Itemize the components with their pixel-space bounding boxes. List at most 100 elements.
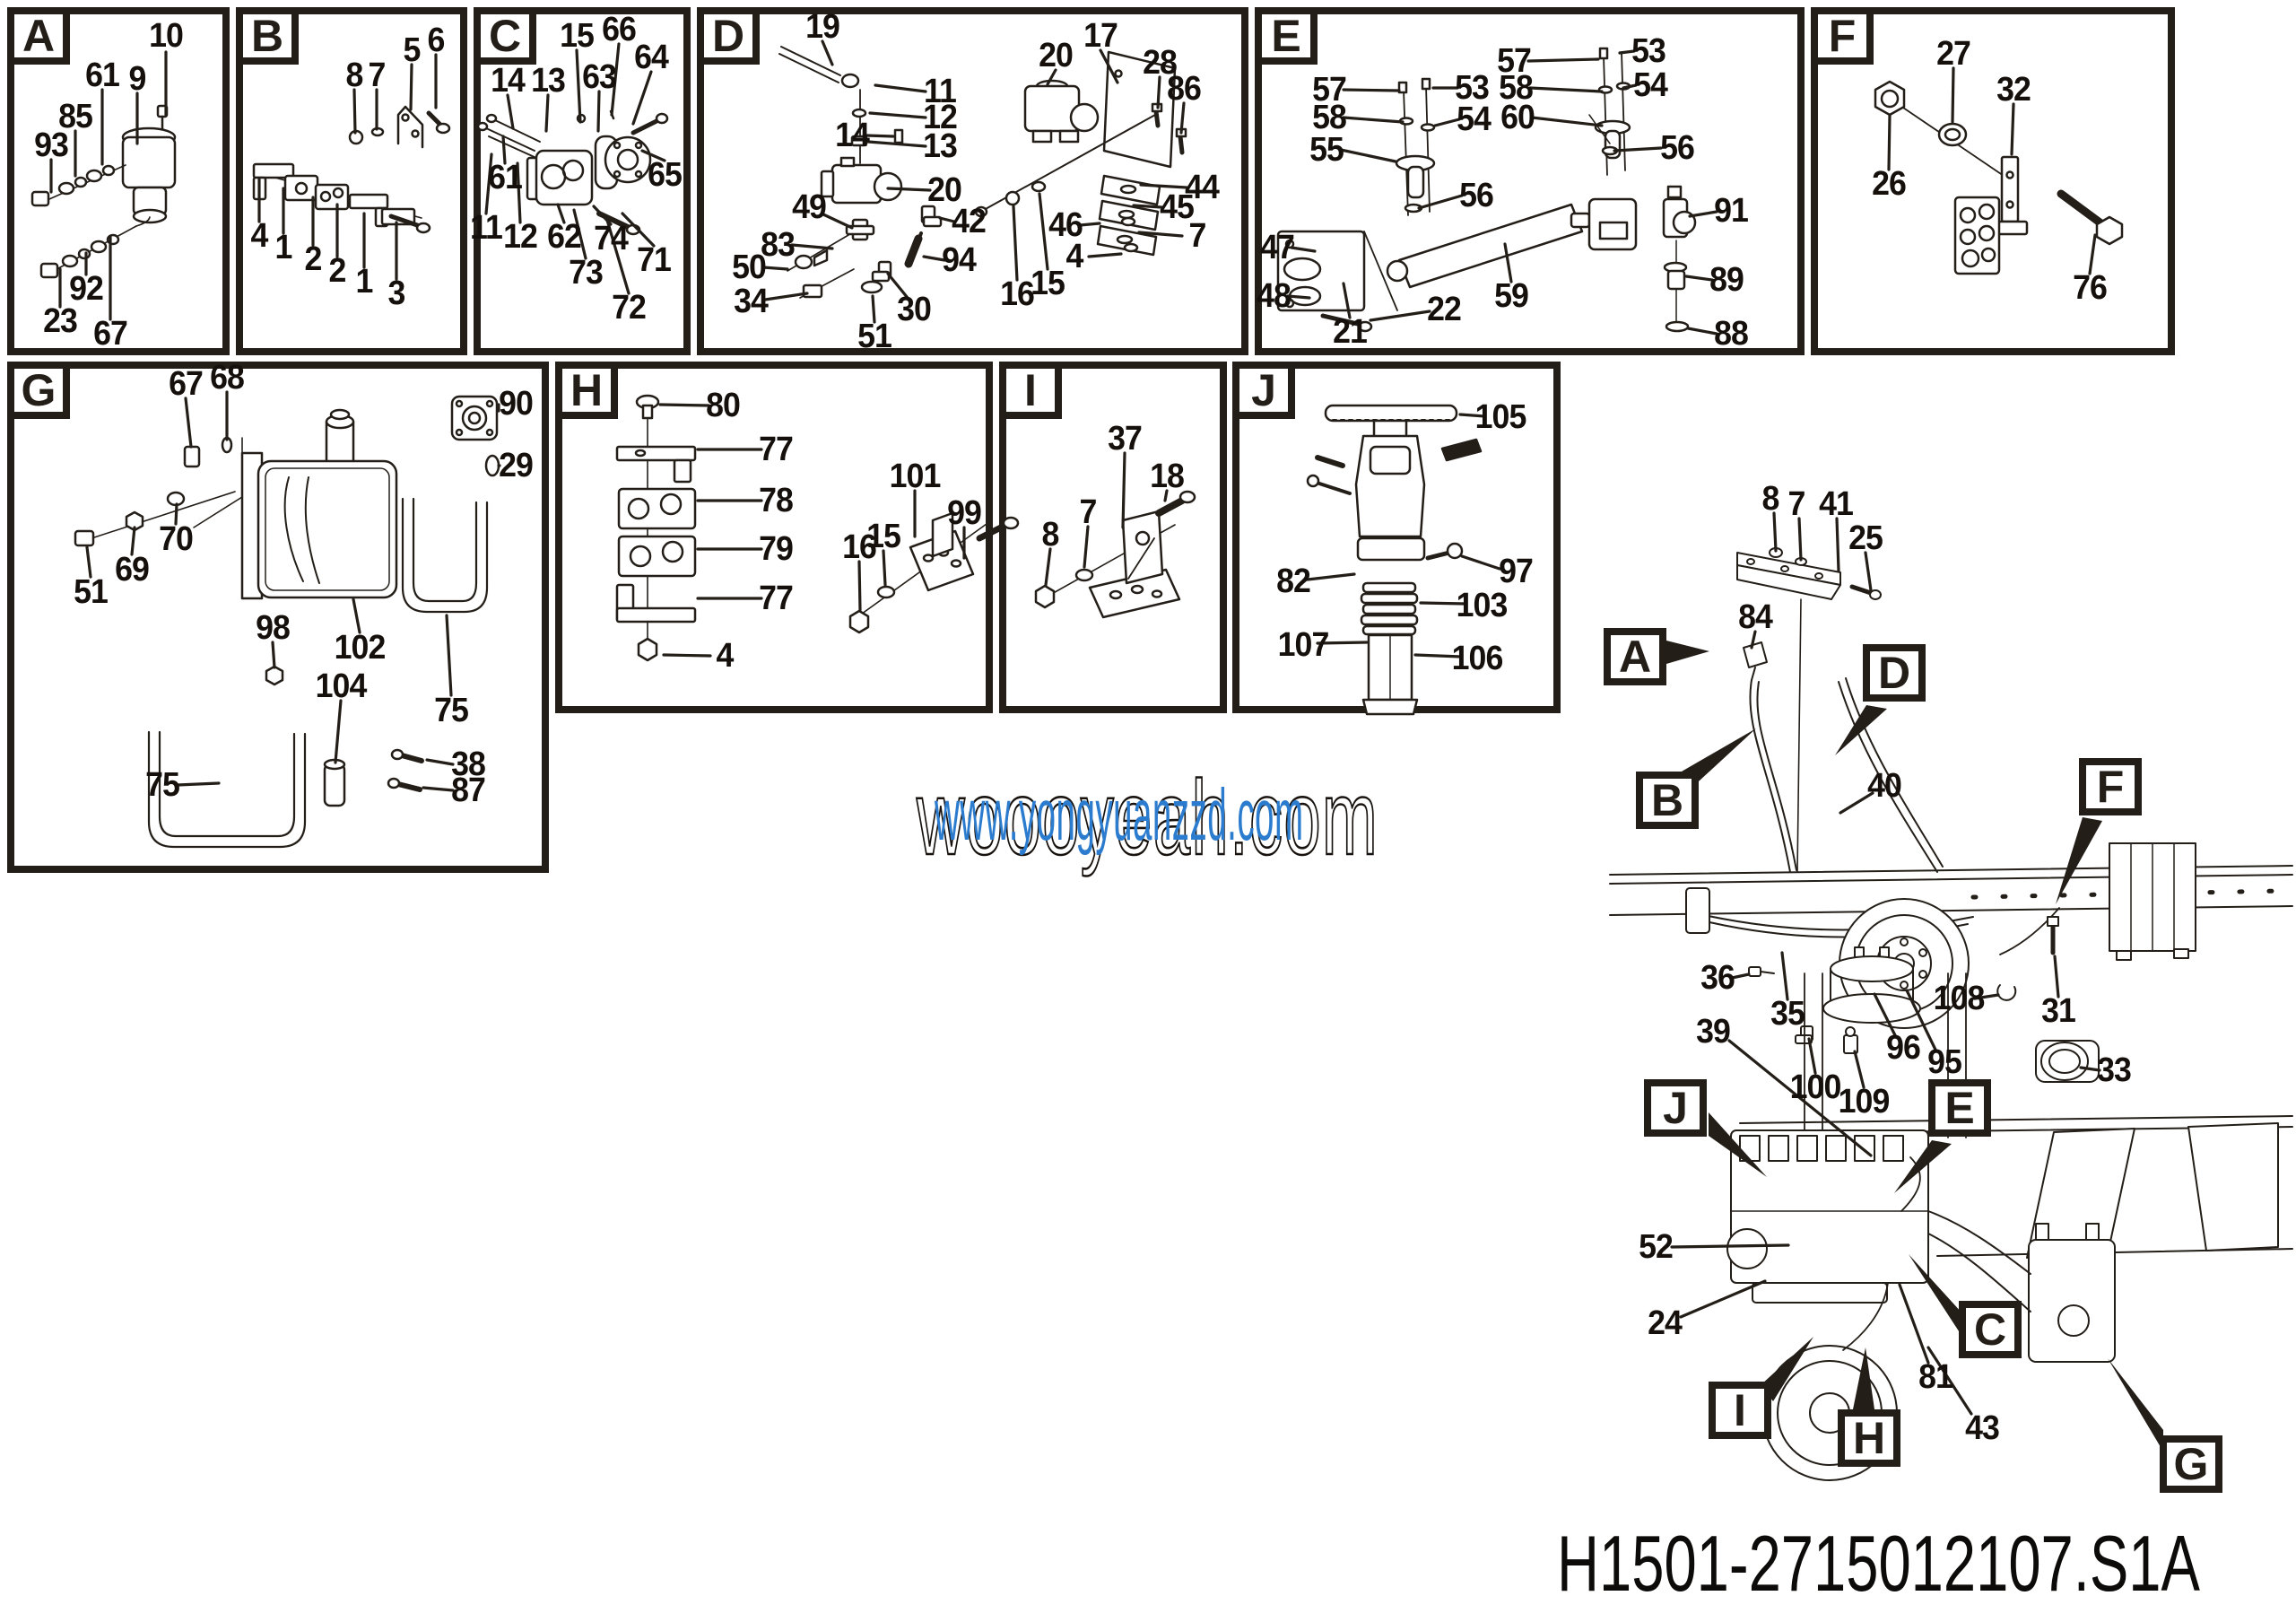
sketch-brake-valves: [778, 46, 1187, 299]
leader-line: [352, 88, 357, 135]
part-label-67: 67: [93, 315, 128, 353]
panel-i: [999, 362, 1227, 713]
part-label-11: 11: [924, 73, 957, 110]
part-label-30: 30: [897, 291, 932, 328]
part-label-67: 67: [169, 365, 204, 403]
part-label-28: 28: [1143, 44, 1178, 82]
part-label-13: 13: [531, 62, 566, 100]
leader-line: [1083, 525, 1090, 569]
part-label-15: 15: [560, 17, 595, 55]
part-label-51: 51: [857, 318, 892, 355]
leader-line: [1528, 86, 1604, 93]
panel-c: [474, 7, 691, 355]
part-label-55: 55: [1309, 131, 1344, 169]
part-label-47: 47: [1260, 229, 1295, 266]
part-label-85: 85: [58, 98, 93, 135]
leader-line: [1099, 48, 1119, 84]
part-label-4: 4: [250, 217, 269, 255]
leader-line: [1342, 88, 1401, 92]
part-label-62: 62: [547, 218, 582, 256]
part-label-35: 35: [1770, 995, 1805, 1033]
callout-letter-c: C: [1959, 1301, 2022, 1358]
part-label-34: 34: [734, 283, 769, 320]
part-label-4: 4: [1065, 238, 1084, 275]
part-label-100: 100: [1789, 1068, 1842, 1106]
part-label-77: 77: [759, 580, 794, 617]
part-label-18: 18: [1150, 458, 1185, 495]
leader-line: [1926, 1346, 1973, 1416]
part-label-20: 20: [1039, 37, 1074, 74]
leader-line: [1951, 66, 1955, 124]
part-label-2: 2: [328, 252, 347, 290]
part-label-61: 61: [488, 159, 523, 196]
leader-line: [1530, 116, 1604, 127]
panel-letter-f: F: [1811, 7, 1874, 65]
part-label-25: 25: [1848, 519, 1883, 557]
part-label-23: 23: [43, 302, 78, 340]
leader-line: [1419, 601, 1467, 606]
part-label-99: 99: [947, 494, 982, 532]
callout-pointer-a: [1666, 641, 1709, 664]
part-label-71: 71: [637, 241, 672, 279]
part-label-8: 8: [345, 57, 364, 94]
callout-letter-g: G: [2160, 1435, 2222, 1493]
leader-line: [1688, 210, 1718, 218]
part-label-82: 82: [1276, 562, 1311, 600]
leader-line: [1905, 989, 1937, 1051]
callout-letter-e: E: [1928, 1079, 1991, 1137]
leader-line: [658, 403, 710, 407]
part-label-1: 1: [274, 229, 293, 266]
callout-letter-h: H: [1838, 1409, 1900, 1467]
part-label-4: 4: [716, 637, 735, 675]
part-label-96: 96: [1886, 1029, 1921, 1067]
sketch-clamp-blocks: [252, 105, 451, 234]
leader-line: [1973, 993, 2000, 1000]
leader-line: [1684, 275, 1714, 282]
leader-line: [822, 213, 854, 230]
leader-line: [516, 161, 522, 224]
panel-letter-a: A: [7, 7, 70, 65]
part-label-94: 94: [942, 241, 977, 279]
part-label-13: 13: [923, 127, 958, 165]
leader-line: [868, 111, 927, 119]
part-label-43: 43: [1965, 1409, 2000, 1447]
part-label-77: 77: [759, 431, 794, 468]
part-label-95: 95: [1927, 1043, 1962, 1081]
leader-line: [865, 134, 895, 138]
leader-line: [334, 699, 343, 764]
leader-line: [575, 48, 582, 124]
leader-line: [763, 292, 809, 301]
leader-line: [1864, 551, 1873, 592]
leader-line: [1780, 951, 1789, 1001]
leader-line: [886, 187, 932, 192]
part-label-48: 48: [1257, 277, 1292, 315]
callout-pointer-c: [1909, 1254, 1962, 1337]
leader-line: [640, 149, 666, 162]
part-label-14: 14: [491, 62, 526, 100]
part-label-9: 9: [128, 60, 147, 98]
leader-line: [631, 70, 653, 126]
sketch-tilt-cylinder: [1276, 47, 1697, 333]
panel-a: [7, 7, 230, 355]
leader-line: [1044, 547, 1052, 587]
part-label-5: 5: [403, 31, 422, 69]
leader-line: [1132, 204, 1163, 209]
panel-d: [697, 7, 1248, 355]
leader-line: [85, 545, 92, 579]
leader-line: [1727, 1039, 1873, 1157]
part-label-61: 61: [85, 57, 120, 94]
leader-line: [1342, 282, 1352, 319]
part-label-65: 65: [648, 156, 683, 194]
part-label-2: 2: [304, 240, 323, 278]
leader-line: [1887, 113, 1892, 171]
leader-line: [922, 255, 946, 262]
part-label-76: 76: [2073, 269, 2108, 307]
leader-line: [1458, 413, 1486, 418]
callout-letter-f: F: [2079, 758, 2142, 815]
sketch-oil-tank: [74, 395, 500, 849]
part-label-56: 56: [1459, 177, 1494, 214]
part-label-101: 101: [889, 458, 942, 495]
leader-line: [1290, 246, 1317, 253]
leader-lines: [49, 39, 2101, 1416]
part-label-108: 108: [1933, 980, 1986, 1017]
